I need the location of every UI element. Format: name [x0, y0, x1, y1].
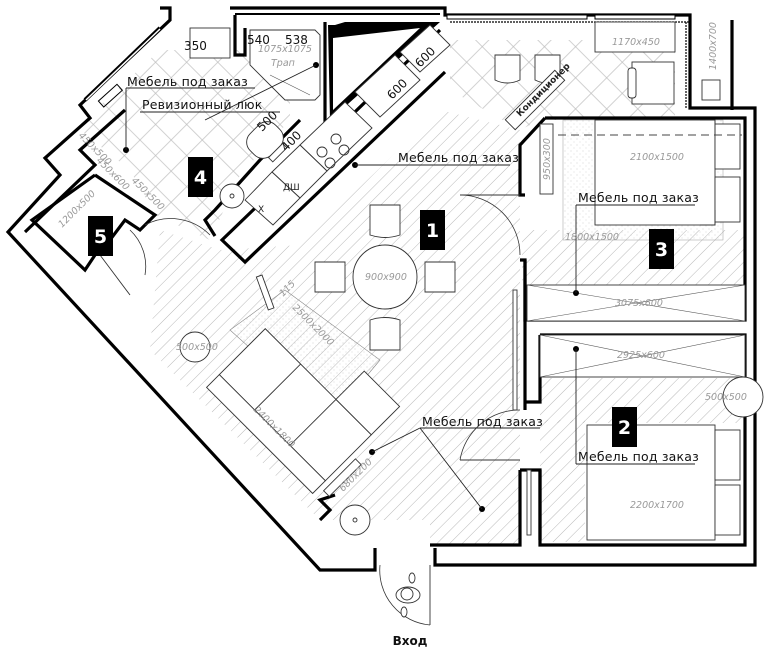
sink-icon: [189, 27, 231, 59]
dining-table: [352, 244, 418, 310]
nightstand: [714, 429, 741, 481]
chair-icon: [369, 204, 401, 238]
label-custom-furniture-entry: Мебель под заказ: [422, 414, 543, 429]
dim-shower-right: 538: [285, 33, 308, 47]
dim-bed2: 2200x1700: [630, 500, 684, 511]
bed-bedroom2: [586, 424, 716, 541]
armchair-bedroom2: [722, 376, 764, 418]
entry-stool-icon: [339, 504, 371, 536]
svg-text:2: 2: [618, 417, 631, 439]
entry-niche: [317, 493, 336, 522]
bedroom2-floor: [540, 378, 744, 423]
tv-unit: [255, 274, 275, 311]
dim-armchair2: 500x500: [705, 392, 747, 403]
bathroom-floor: [80, 50, 290, 240]
dim-pouf: 500x500: [176, 342, 218, 353]
dim-table: 900x900: [365, 272, 407, 283]
svg-text:3: 3: [655, 239, 668, 261]
room-badge-2: 2: [612, 407, 637, 447]
toilet-icon: [246, 121, 288, 163]
dim-rug3: 1800x1500: [565, 232, 619, 243]
room-badge-5: 5: [88, 216, 113, 256]
air-conditioner-unit: [504, 69, 566, 131]
desk: [594, 21, 676, 53]
kitchen-module: [399, 24, 451, 73]
svg-text:5: 5: [94, 226, 107, 248]
sliding-door[interactable]: [512, 289, 518, 411]
nightstand: [714, 484, 741, 536]
outer-wall-top: [230, 6, 757, 567]
outer-wall-left: [5, 6, 377, 572]
radiator: [97, 83, 124, 108]
dim-bed3: 2100x1500: [630, 152, 684, 163]
door-storage[interactable]: [129, 229, 147, 276]
label-shower-tray: Трап: [271, 58, 295, 69]
bedroom3-left-wall: [518, 116, 547, 197]
windows: [83, 14, 690, 108]
room-badge-3: 3: [649, 229, 674, 269]
entrance-label: Вход: [393, 634, 428, 648]
label-inspection-hatch: Ревизионный люк: [142, 97, 263, 112]
dim-shower: 1075x1075: [258, 44, 312, 55]
label-custom-furniture-bath: Мебель под заказ: [127, 74, 248, 89]
dim-shower-left: 540: [247, 33, 270, 47]
label-custom-furniture-bedroom2: Мебель под заказ: [578, 449, 699, 464]
chair-icon: [424, 261, 456, 293]
nightstand: [714, 123, 741, 170]
bedroom2-left-wall: [525, 335, 542, 404]
shelf-950x300: [539, 123, 554, 195]
svg-text:1: 1: [426, 220, 439, 242]
chair-icon: [314, 261, 346, 293]
svg-text:4: 4: [194, 167, 207, 189]
washing-machine-icon: [219, 183, 245, 209]
room-badge-4: 4: [188, 157, 213, 197]
kitchen-counter: [244, 24, 451, 226]
shaft-inner: [333, 28, 420, 110]
door-entrance[interactable]: [379, 564, 431, 626]
bedroom2-floor-side: [540, 420, 585, 542]
bed-bedroom3: [594, 119, 716, 226]
chair-icon: [369, 317, 401, 351]
label-dishwasher: ДШ: [283, 183, 300, 193]
door-bathroom[interactable]: [144, 218, 211, 236]
room-badge-1: 1: [420, 210, 445, 250]
sofa: [205, 328, 401, 495]
fridge-icon: [244, 171, 301, 226]
dim-wardrobe-study: 1400x700: [708, 22, 719, 70]
window-kitchen: [446, 14, 588, 20]
shower-wall: [233, 15, 247, 57]
dim-wardrobe2: 2925x600: [617, 350, 665, 361]
dim-shelf-950x300: 950x300: [542, 138, 553, 180]
room-badges: 1 2 3 4 5: [88, 157, 674, 447]
label-fridge: Х: [258, 205, 264, 215]
sliding-door[interactable]: [526, 469, 532, 536]
door-bedroom2[interactable]: [459, 409, 521, 461]
window-study: [594, 14, 676, 20]
bar-stool-icon: [494, 54, 521, 84]
door-bedroom3[interactable]: [459, 194, 521, 256]
label-custom-furniture-bedroom3: Мебель под заказ: [578, 190, 699, 205]
person-icon: [395, 572, 421, 618]
office-chair-icon: [631, 61, 675, 105]
kitchen-sink-icon: [354, 54, 421, 118]
shelf-680x200: [322, 458, 362, 498]
nightstand: [714, 176, 741, 223]
computer-icon: [701, 79, 721, 101]
dim-wardrobe3: 3075x600: [615, 298, 663, 309]
dim-sink: 350: [184, 39, 207, 53]
shower-tray-icon: [249, 29, 321, 101]
furniture: [99, 21, 764, 626]
pouf-icon: [179, 331, 211, 363]
label-custom-furniture-kitchen: Мебель под заказ: [398, 150, 519, 165]
entry-wall: [430, 470, 522, 547]
dim-desk: 1170x450: [612, 37, 660, 48]
